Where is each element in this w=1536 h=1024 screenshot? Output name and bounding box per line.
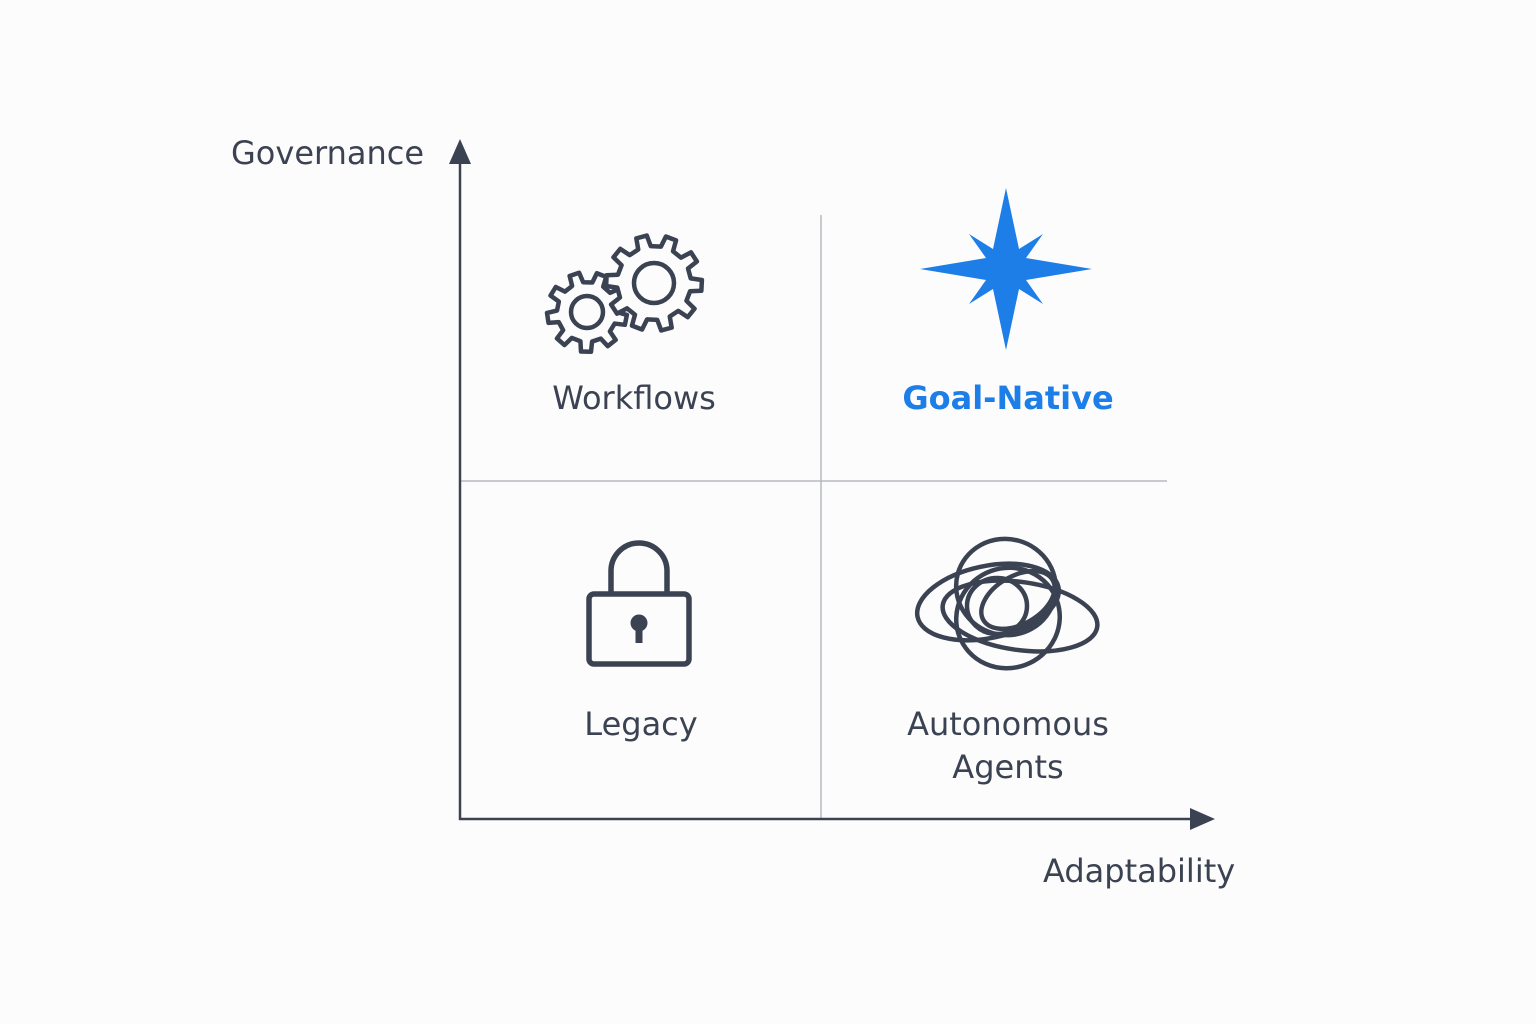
quadrant-label-autonomous-line1: Autonomous	[907, 705, 1109, 743]
x-axis-label: Adaptability	[1043, 852, 1236, 890]
quadrant-label-workflows: Workflows	[552, 379, 716, 417]
gears-icon	[544, 233, 705, 355]
y-axis-arrowhead	[449, 139, 471, 164]
quadrant-label-autonomous-agents: Autonomous Agents	[828, 703, 1188, 789]
quadrant-label-goal-native: Goal-Native	[902, 379, 1114, 417]
padlock-icon	[586, 540, 692, 667]
quadrant-label-legacy: Legacy	[584, 705, 698, 743]
quadrant-label-autonomous-line2: Agents	[952, 748, 1064, 786]
small-gear-hole	[568, 293, 606, 331]
tangled-loops-icon	[914, 536, 1100, 671]
y-axis-label: Governance	[231, 134, 425, 172]
compass-star-icon	[920, 188, 1092, 350]
large-gear-hole	[631, 260, 677, 306]
large-gear	[603, 233, 705, 333]
x-axis-arrowhead	[1190, 808, 1215, 830]
